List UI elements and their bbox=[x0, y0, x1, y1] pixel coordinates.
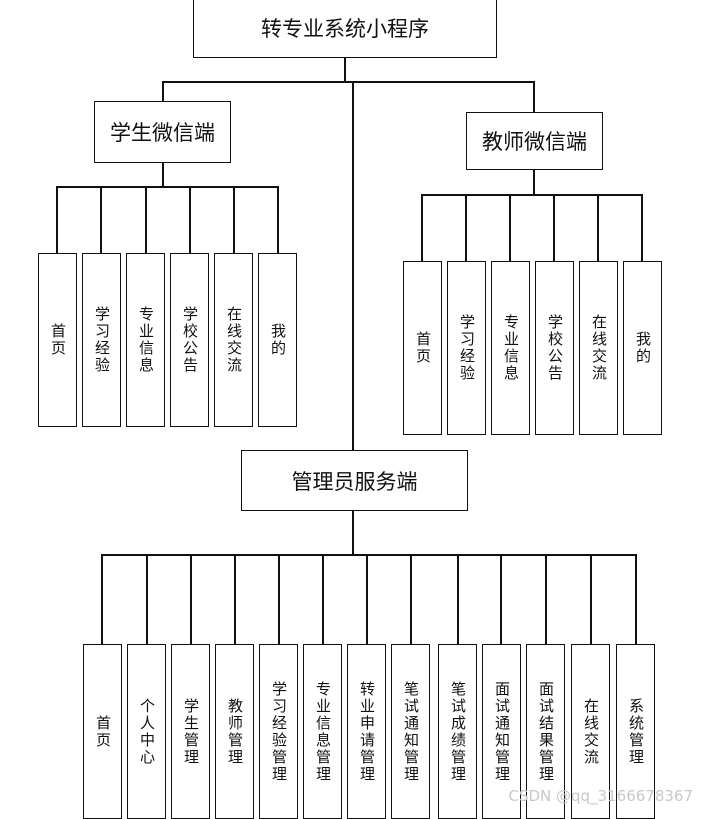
leaf-node: 个人中心 bbox=[127, 644, 166, 819]
branch-node-admin: 管理员服务端 bbox=[241, 450, 468, 511]
connector bbox=[533, 170, 535, 195]
branch-label: 管理员服务端 bbox=[291, 469, 418, 494]
branch-label: 教师微信端 bbox=[482, 130, 587, 154]
leaf-node: 我的 bbox=[258, 253, 297, 427]
leaf-label: 专业信息管理 bbox=[314, 680, 332, 783]
leaf-node: 专业信息 bbox=[126, 253, 165, 427]
connector bbox=[590, 554, 592, 645]
leaf-node: 学校公告 bbox=[535, 261, 574, 435]
leaf-label: 面试通知管理 bbox=[493, 680, 511, 783]
connector bbox=[410, 554, 412, 645]
connector bbox=[322, 554, 324, 645]
leaf-label: 学生管理 bbox=[182, 697, 200, 766]
leaf-label: 系统管理 bbox=[627, 697, 645, 766]
leaf-node: 学生管理 bbox=[171, 644, 210, 819]
leaf-node: 面试通知管理 bbox=[482, 644, 521, 819]
leaf-node: 首页 bbox=[403, 261, 442, 435]
connector bbox=[421, 194, 643, 196]
connector bbox=[190, 554, 192, 645]
leaf-label: 笔试成绩管理 bbox=[449, 680, 467, 783]
connector bbox=[56, 186, 58, 254]
connector bbox=[234, 554, 236, 645]
connector bbox=[641, 194, 643, 262]
branch-node-student: 学生微信端 bbox=[94, 101, 231, 163]
connector bbox=[278, 554, 280, 645]
leaf-node: 面试结果管理 bbox=[526, 644, 565, 819]
root-label: 转专业系统小程序 bbox=[261, 17, 429, 41]
leaf-label: 在线交流 bbox=[582, 697, 600, 766]
connector bbox=[553, 194, 555, 262]
leaf-node: 学校公告 bbox=[170, 253, 209, 427]
leaf-node: 转业申请管理 bbox=[347, 644, 386, 819]
leaf-label: 学校公告 bbox=[181, 306, 199, 374]
leaf-node: 学习经验管理 bbox=[259, 644, 298, 819]
leaf-node: 教师管理 bbox=[215, 644, 254, 819]
leaf-node: 首页 bbox=[38, 253, 77, 427]
connector bbox=[352, 511, 354, 555]
connector bbox=[500, 554, 502, 645]
connector bbox=[344, 58, 346, 82]
leaf-label: 个人中心 bbox=[138, 697, 156, 766]
connector bbox=[233, 186, 235, 254]
leaf-label: 首页 bbox=[49, 323, 67, 357]
root-node: 转专业系统小程序 bbox=[193, 0, 497, 58]
leaf-label: 专业信息 bbox=[137, 306, 155, 374]
connector bbox=[277, 186, 279, 254]
connector bbox=[189, 186, 191, 254]
leaf-label: 我的 bbox=[634, 331, 652, 365]
leaf-label: 教师管理 bbox=[226, 697, 244, 766]
connector bbox=[545, 554, 547, 645]
leaf-label: 我的 bbox=[269, 323, 287, 357]
connector bbox=[56, 186, 279, 188]
leaf-node: 在线交流 bbox=[579, 261, 618, 435]
connector bbox=[635, 554, 637, 645]
leaf-node: 首页 bbox=[83, 644, 122, 819]
leaf-label: 学习经验管理 bbox=[270, 680, 288, 783]
leaf-node: 学习经验 bbox=[447, 261, 486, 435]
leaf-label: 在线交流 bbox=[590, 314, 608, 382]
connector bbox=[465, 194, 467, 262]
leaf-label: 学习经验 bbox=[458, 314, 476, 382]
leaf-node: 专业信息 bbox=[491, 261, 530, 435]
leaf-label: 首页 bbox=[414, 331, 432, 365]
leaf-label: 面试结果管理 bbox=[537, 680, 555, 783]
connector bbox=[162, 81, 164, 102]
connector bbox=[162, 163, 164, 187]
connector bbox=[457, 554, 459, 645]
connector bbox=[162, 81, 535, 83]
connector bbox=[597, 194, 599, 262]
connector bbox=[421, 194, 423, 262]
leaf-node: 笔试通知管理 bbox=[391, 644, 430, 819]
leaf-label: 专业信息 bbox=[502, 314, 520, 382]
leaf-label: 笔试通知管理 bbox=[402, 680, 420, 783]
watermark: CSDN @qq_3166678367 bbox=[508, 787, 693, 805]
leaf-node: 我的 bbox=[623, 261, 662, 435]
connector bbox=[146, 554, 148, 645]
branch-label: 学生微信端 bbox=[110, 121, 215, 145]
connector bbox=[509, 194, 511, 262]
leaf-label: 首页 bbox=[94, 714, 112, 749]
connector bbox=[100, 186, 102, 254]
branch-node-teacher: 教师微信端 bbox=[466, 112, 603, 170]
leaf-node: 在线交流 bbox=[214, 253, 253, 427]
leaf-label: 学习经验 bbox=[93, 306, 111, 374]
leaf-node: 专业信息管理 bbox=[303, 644, 342, 819]
connector bbox=[352, 81, 354, 450]
leaf-label: 学校公告 bbox=[546, 314, 564, 382]
connector bbox=[145, 186, 147, 254]
connector bbox=[101, 554, 103, 645]
connector bbox=[366, 554, 368, 645]
leaf-label: 在线交流 bbox=[225, 306, 243, 374]
leaf-node: 在线交流 bbox=[571, 644, 610, 819]
leaf-node: 笔试成绩管理 bbox=[438, 644, 477, 819]
connector bbox=[101, 554, 637, 556]
leaf-node: 学习经验 bbox=[82, 253, 121, 427]
connector bbox=[533, 81, 535, 113]
leaf-label: 转业申请管理 bbox=[358, 680, 376, 783]
